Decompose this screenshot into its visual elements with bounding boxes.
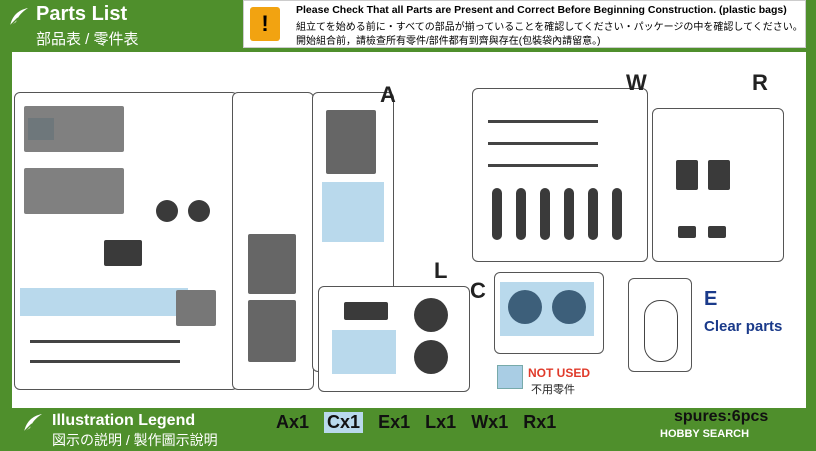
missile-part <box>612 188 622 240</box>
missile-part <box>540 188 550 240</box>
rod-part <box>30 360 180 363</box>
notice-chinese: 開始組合前，請檢查所有零件/部件都有到齊與存在(包裝袋內請留意。) <box>296 36 601 47</box>
warning-icon: ! <box>250 7 280 41</box>
notice-box: ! Please Check That all Parts are Presen… <box>243 0 806 48</box>
disc-part <box>414 340 448 374</box>
sprue-r-label: R <box>752 70 768 95</box>
disc-part <box>414 298 448 332</box>
page-title: Parts List <box>36 3 128 25</box>
not-used-swatch <box>497 365 523 389</box>
not-used-label-zh: 不用零件 <box>531 384 575 396</box>
sprue-count-list: Ax1 Cx1 Ex1 Lx1 Wx1 Rx1 <box>276 412 566 433</box>
left-border <box>0 52 12 410</box>
clear-parts-label: Clear parts <box>704 318 783 335</box>
sprue-count: Rx1 <box>523 412 557 432</box>
sprue-a-not-used-part <box>322 182 384 242</box>
pilot-figure-part <box>708 160 730 190</box>
bomb-rail-part <box>488 142 598 145</box>
wing-part <box>248 300 296 362</box>
sprue-count: Cx1 <box>324 412 364 433</box>
sprue-count: Ax1 <box>276 412 310 432</box>
rod-part <box>30 340 180 343</box>
sprue-w-label: W <box>626 70 647 95</box>
right-border <box>806 52 816 410</box>
sprue-e-label: E <box>704 288 718 310</box>
spures-total: spures:6pcs <box>674 408 769 425</box>
leaf-logo-icon <box>9 8 28 27</box>
fuselage-part <box>24 168 124 214</box>
missile-part <box>588 188 598 240</box>
disc-part <box>508 290 542 324</box>
tail-part <box>326 110 376 174</box>
wing-part <box>248 234 296 294</box>
sprue-l-not-used-part <box>332 330 396 374</box>
bracket-part <box>708 226 726 238</box>
sprue-count: Wx1 <box>471 412 509 432</box>
missile-part <box>492 188 502 240</box>
leaf-logo-icon <box>23 414 42 433</box>
wheel-part <box>188 200 210 222</box>
bracket-part <box>678 226 696 238</box>
missile-part <box>516 188 526 240</box>
sprue-c-label: C <box>470 278 486 303</box>
sprue-count: Ex1 <box>378 412 411 432</box>
bomb-rail-part <box>488 120 598 123</box>
sprue-l-label: L <box>434 258 448 283</box>
sprue-a-not-used-strip <box>20 288 188 316</box>
bomb-rail-part <box>488 164 598 167</box>
sprue-count: Lx1 <box>425 412 457 432</box>
wheel-part <box>156 200 178 222</box>
panel-part <box>344 302 388 320</box>
fuselage-part <box>24 106 124 152</box>
watermark: HOBBY SEARCH <box>660 428 750 440</box>
legend-title: Illustration Legend <box>52 412 196 429</box>
seat-part <box>104 240 142 266</box>
notice-japanese: 組立てを始める前に・すべての部品が揃っていることを確認してください・パッケージの… <box>296 22 803 33</box>
page-subtitle: 部品表 / 零件表 <box>36 31 139 48</box>
footer-bar <box>0 408 816 451</box>
disc-part <box>552 290 586 324</box>
not-used-label: NOT USED <box>528 366 591 380</box>
canopy-part <box>644 300 678 362</box>
legend-subtitle: 図示の説明 / 製作圖示說明 <box>52 432 218 448</box>
missile-part <box>564 188 574 240</box>
sprue-a-label: A <box>380 82 396 107</box>
pilot-figure-part <box>676 160 698 190</box>
canopy-frame-part <box>176 290 216 326</box>
notice-english: Please Check That all Parts are Present … <box>296 4 787 16</box>
